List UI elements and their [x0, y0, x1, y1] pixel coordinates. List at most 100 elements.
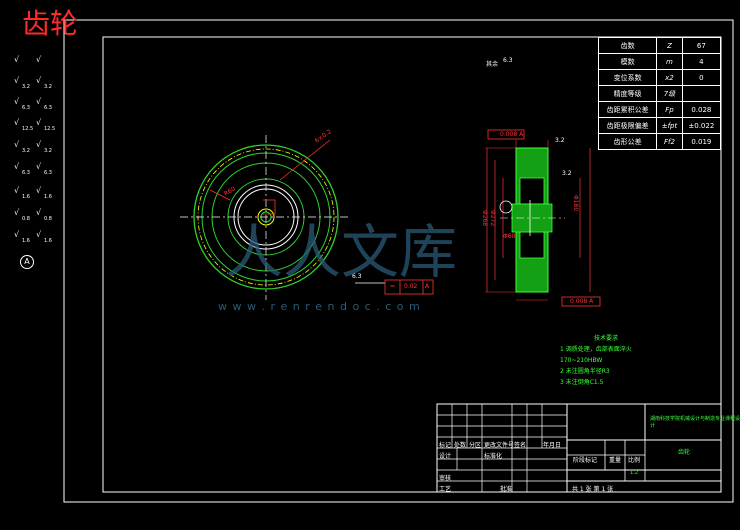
roughness-icon: √ [36, 55, 42, 64]
param-symbol: Z [656, 37, 683, 54]
param-symbol: x2 [656, 69, 683, 86]
part-name: 齿轮 [678, 449, 691, 456]
surface-other-label: 其余 [486, 61, 499, 68]
school-name: 湖南科技学院机械设计与制造专业课程设计 [650, 416, 740, 429]
roughness-icon: √ [36, 162, 42, 171]
roughness-mark: 3.2 [562, 170, 572, 177]
roughness-mark: 3.2 [555, 137, 565, 144]
roughness-icon: √ [36, 118, 42, 127]
notes-line: 1 调质处理，齿部表面淬火 [560, 346, 632, 353]
roughness-icon: √ [14, 162, 20, 171]
roughness-icon: √ [14, 208, 20, 217]
roughness-value: 3.2 [44, 84, 52, 90]
param-symbol: 7级 [656, 85, 683, 102]
param-value: 4 [681, 53, 722, 70]
roughness-icon: √ [14, 55, 20, 64]
tolerance-symbol: = [390, 283, 396, 290]
param-name: 齿形公差 [597, 133, 658, 150]
roughness-value: 3.2 [22, 148, 30, 154]
roughness-icon: √ [36, 186, 42, 195]
param-value [681, 85, 722, 102]
roughness-icon: √ [14, 97, 20, 106]
roughness-value: 1.6 [22, 194, 30, 200]
tb-design-label: 设计 [439, 453, 452, 460]
roughness-icon: √ [36, 230, 42, 239]
param-symbol: Fp [656, 101, 683, 118]
param-row: 齿距极限偏差±fpt±0.022 [597, 117, 722, 134]
param-value: 0.028 [681, 101, 722, 118]
roughness-icon: √ [14, 76, 20, 85]
roughness-icon: √ [14, 140, 20, 149]
tb-check-label: 审核 [439, 475, 452, 482]
param-name: 齿距极限偏差 [597, 117, 658, 134]
param-name: 齿距累积公差 [597, 101, 658, 118]
param-value: 0.019 [681, 133, 722, 150]
roughness-mark: 6.3 [352, 273, 362, 280]
roughness-value: 0.8 [22, 216, 30, 222]
tb-count-label: 处数 [454, 442, 467, 449]
param-name: 精度等级 [597, 85, 658, 102]
roughness-value: 1.6 [44, 194, 52, 200]
dim-label: Φ60 [503, 233, 516, 240]
notes-line: 3 未注倒角C1.5 [560, 379, 604, 386]
param-value: 0 [681, 69, 722, 86]
gear-front-view [180, 135, 385, 300]
dim-label: Φ272 [489, 210, 496, 227]
tolerance-ref: A [425, 283, 430, 290]
param-value: 67 [681, 37, 722, 54]
gear-side-view [485, 129, 601, 307]
param-symbol: Ff2 [656, 133, 683, 150]
watermark-logo: 人人文库 [225, 218, 458, 286]
runout-top: 0.008 A [500, 131, 524, 138]
tb-approve-label: 批准 [500, 486, 513, 493]
dim-label: Φ268 [481, 210, 488, 227]
param-name: 模数 [597, 53, 658, 70]
roughness-icon: √ [36, 76, 42, 85]
dim-label: Φ180 [572, 195, 579, 212]
roughness-value: 6.3 [22, 170, 30, 176]
watermark-url: w w w . r e n r e n d o c . c o m [218, 300, 421, 313]
param-symbol: ±fpt [656, 117, 683, 134]
tb-weight-label: 重量 [609, 457, 622, 464]
param-symbol: m [656, 53, 683, 70]
param-name: 变位系数 [597, 69, 658, 86]
roughness-icon: √ [36, 97, 42, 106]
tb-scale-value: 1:2 [630, 470, 639, 476]
roughness-icon: √ [36, 208, 42, 217]
drawing-title: 齿轮 [22, 7, 79, 40]
roughness-value: 1.6 [22, 238, 30, 244]
surface-other-value: 6.3 [503, 57, 513, 64]
roughness-icon: √ [14, 118, 20, 127]
roughness-icon: √ [14, 230, 20, 239]
tb-sign-label: 签名 [514, 442, 527, 449]
roughness-value: 6.3 [22, 105, 30, 111]
outer-frame [63, 19, 734, 503]
tolerance-frame-box [384, 279, 434, 295]
tolerance-value: 0.02 [404, 283, 418, 290]
datum-symbol: A [20, 255, 34, 269]
tb-date-label: 年月日 [543, 442, 562, 449]
roughness-icon: √ [14, 186, 20, 195]
tb-stage-label: 阶段标记 [573, 457, 598, 464]
param-name: 齿数 [597, 37, 658, 54]
tb-std-label: 标准化 [484, 453, 503, 460]
roughness-icon: √ [36, 140, 42, 149]
roughness-value: 12.5 [22, 126, 34, 132]
roughness-value: 0.8 [44, 216, 52, 222]
roughness-value: 6.3 [44, 170, 52, 176]
notes-line: 2 未注圆角半径R3 [560, 368, 610, 375]
param-value: ±0.022 [681, 117, 722, 134]
tb-mark-label: 标记 [439, 442, 452, 449]
tb-process-label: 工艺 [439, 486, 452, 493]
roughness-value: 6.3 [44, 105, 52, 111]
inner-frame [102, 36, 722, 493]
tb-scale-label: 比例 [628, 457, 641, 464]
